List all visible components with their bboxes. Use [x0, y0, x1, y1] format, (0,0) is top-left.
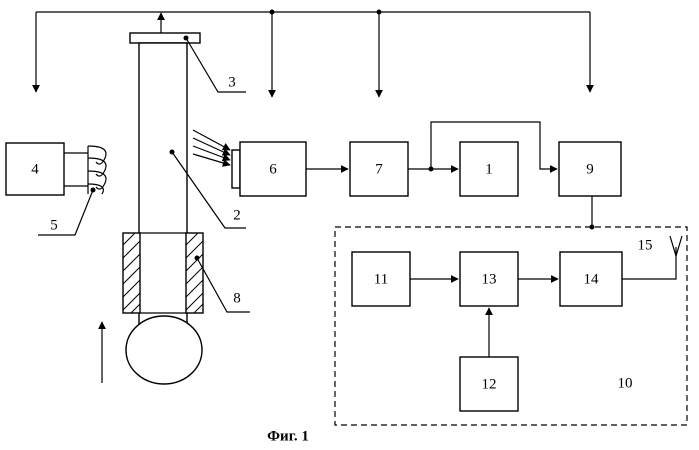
label-8: 8	[233, 290, 241, 306]
label-5: 5	[50, 217, 58, 233]
top-plate	[130, 33, 200, 43]
block-6-label: 6	[269, 161, 277, 177]
block-13-label: 13	[482, 271, 497, 287]
label-10: 10	[618, 375, 633, 391]
block-7-label: 7	[375, 161, 383, 177]
label-3: 3	[228, 74, 236, 90]
light-rays	[193, 130, 230, 165]
label-2: 2	[233, 207, 241, 223]
block-14-label: 14	[584, 271, 600, 287]
block-4-label: 4	[31, 161, 39, 177]
ball	[126, 316, 202, 384]
block-1-label: 1	[485, 161, 493, 177]
label-15: 15	[638, 237, 653, 253]
block-12-label: 12	[482, 376, 497, 392]
top-bus	[36, 10, 590, 98]
column-body	[139, 43, 187, 343]
figure-caption: Фиг. 1	[267, 428, 309, 444]
block-9-label: 9	[586, 161, 594, 177]
lens	[232, 150, 240, 188]
coil	[64, 146, 106, 194]
block-11-label: 11	[374, 271, 388, 287]
